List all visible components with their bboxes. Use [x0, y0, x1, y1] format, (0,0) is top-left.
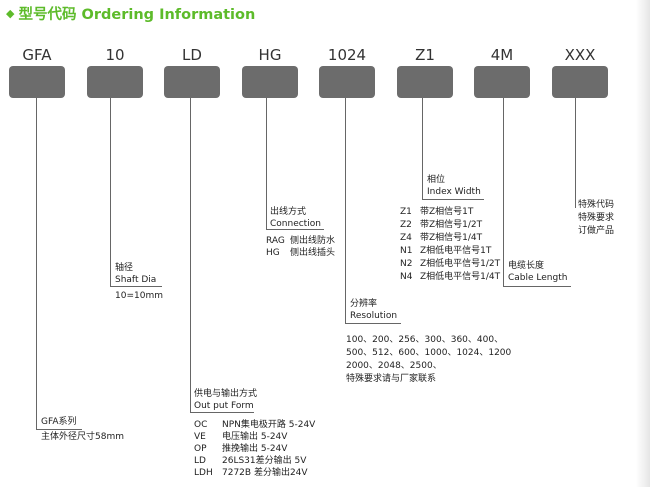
code-cable: 4M — [490, 46, 514, 64]
code-box-index — [397, 66, 453, 98]
index-option-code: N1 — [400, 246, 413, 256]
output-option-desc: 推挽输出 5-24V — [222, 444, 288, 454]
index-option-code: N4 — [400, 272, 413, 282]
diamond-icon: ◆ — [6, 6, 15, 20]
code-box-cable — [474, 66, 530, 98]
code-box-output — [164, 66, 220, 98]
resolution-label-en: Resolution — [350, 311, 398, 321]
shaft-label-en: Shaft Dia — [115, 275, 157, 285]
page-edge-shadow — [636, 0, 650, 487]
output-option-desc: 26LS31差分输出 5V — [222, 456, 307, 466]
resolution-values-line: 500、512、600、1000、1024、1200 — [346, 348, 512, 358]
index-option: N2 Z相低电平信号1/2T — [400, 258, 500, 271]
leader-index-vertical — [422, 98, 423, 199]
connection-option: HG 侧出线插头 — [266, 247, 335, 260]
index-option: Z4 带Z相信号1/4T — [400, 232, 482, 245]
output-option: LDH 7272B 差分输出24V — [194, 467, 308, 480]
connection-option-code: RAG — [266, 236, 285, 246]
index-label-cn: 相位 — [427, 175, 446, 185]
index-option-code: N2 — [400, 259, 413, 269]
code-resolution: 1024 — [327, 46, 367, 64]
index-option-code: Z2 — [400, 220, 412, 230]
leader-connection-vertical — [266, 98, 267, 229]
leader-index-horizontal — [422, 199, 484, 200]
code-index: Z1 — [415, 46, 435, 64]
output-option-desc: 7272B 差分输出24V — [222, 468, 308, 478]
output-option-desc: NPN集电极开路 5-24V — [222, 420, 316, 430]
output-option-code: LD — [194, 456, 206, 466]
special-line: 特殊代码 — [578, 200, 615, 210]
leader-shaft-horizontal — [110, 286, 162, 287]
connection-option: RAG 侧出线防水 — [266, 235, 335, 248]
resolution-values-line: 2000、2048、2500、 — [346, 361, 442, 371]
leader-resolution-vertical — [345, 98, 346, 323]
code-box-shaft — [87, 66, 143, 98]
connection-option-desc: 侧出线插头 — [290, 248, 336, 258]
index-option-code: Z4 — [400, 233, 412, 243]
leader-output-vertical — [190, 98, 191, 412]
leader-series-vertical — [36, 98, 37, 429]
shaft-label-cn: 轴径 — [115, 263, 134, 273]
leader-connection-horizontal — [266, 229, 324, 230]
index-option-desc: Z相低电平信号1/2T — [420, 259, 501, 269]
leader-special-vertical — [575, 98, 576, 208]
output-option: LD 26LS31差分输出 5V — [194, 455, 306, 468]
connection-label-en: Connection — [270, 219, 321, 229]
leader-series-horizontal — [36, 429, 82, 430]
index-label-en: Index Width — [427, 187, 481, 197]
resolution-note: 特殊要求请与厂家联系 — [346, 374, 437, 384]
output-option-desc: 电压输出 5-24V — [222, 432, 288, 442]
code-box-connection — [242, 66, 298, 98]
output-option-code: VE — [194, 432, 206, 442]
index-option-desc: Z相低电平信号1/4T — [420, 272, 501, 282]
code-output: LD — [182, 46, 202, 64]
index-option-code: Z1 — [400, 207, 412, 217]
code-shaft: 10 — [105, 46, 125, 64]
output-option-code: OP — [194, 444, 207, 454]
leader-resolution-horizontal — [345, 323, 401, 324]
output-label-cn: 供电与输出方式 — [194, 389, 258, 399]
series-desc: 主体外径尺寸58mm — [41, 432, 124, 442]
section-title-text: 型号代码 Ordering Information — [18, 6, 256, 23]
special-line: 订做产品 — [578, 226, 615, 236]
code-connection: HG — [258, 46, 282, 64]
index-option: Z1 带Z相信号1T — [400, 206, 473, 219]
connection-option-desc: 侧出线防水 — [290, 236, 336, 246]
index-option-desc: 带Z相信号1T — [420, 207, 474, 217]
cable-label-cn: 电缆长度 — [508, 261, 545, 271]
output-option-code: OC — [194, 420, 208, 430]
code-box-special — [552, 66, 608, 98]
index-option: N4 Z相低电平信号1/4T — [400, 271, 500, 284]
index-option-desc: 带Z相信号1/4T — [420, 233, 483, 243]
shaft-value: 10=10mm — [115, 291, 163, 301]
leader-cable-vertical — [503, 98, 504, 286]
special-line: 特殊要求 — [578, 213, 615, 223]
cable-label-en: Cable Length — [508, 273, 568, 283]
section-title: ◆ 型号代码 Ordering Information — [6, 3, 255, 23]
code-box-resolution — [319, 66, 375, 98]
output-option: OC NPN集电极开路 5-24V — [194, 419, 315, 432]
code-special: XXX — [564, 46, 596, 64]
index-option: Z2 带Z相信号1/2T — [400, 219, 482, 232]
resolution-label-cn: 分辨率 — [350, 299, 378, 309]
resolution-values-line: 100、200、256、300、360、400、 — [346, 335, 504, 345]
index-option-desc: Z相低电平信号1T — [420, 246, 492, 256]
output-label-en: Out put Form — [194, 401, 254, 411]
leader-shaft-vertical — [110, 98, 111, 286]
code-series: GFA — [22, 46, 52, 64]
connection-option-code: HG — [266, 248, 280, 258]
output-option: OP 推挽输出 5-24V — [194, 443, 287, 456]
index-option-desc: 带Z相信号1/2T — [420, 220, 483, 230]
series-name: GFA系列 — [41, 417, 77, 427]
code-box-series — [9, 66, 65, 98]
leader-output-horizontal — [190, 412, 254, 413]
output-option-code: LDH — [194, 468, 213, 478]
leader-cable-horizontal — [503, 286, 571, 287]
index-option: N1 Z相低电平信号1T — [400, 245, 491, 258]
connection-label-cn: 出线方式 — [270, 207, 307, 217]
output-option: VE 电压输出 5-24V — [194, 431, 287, 444]
